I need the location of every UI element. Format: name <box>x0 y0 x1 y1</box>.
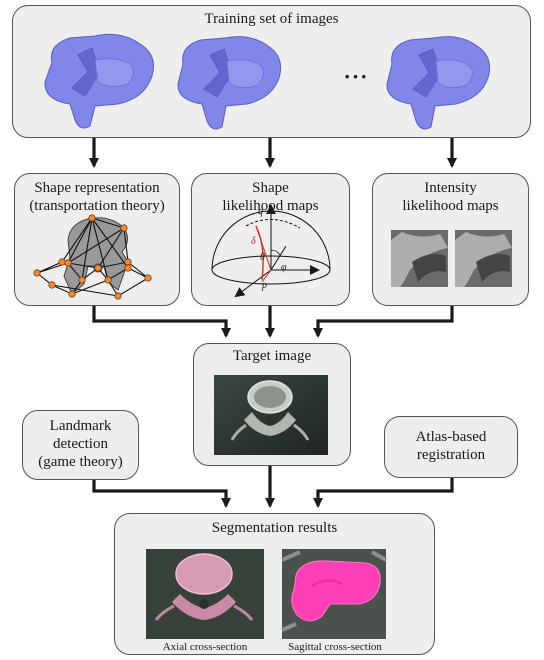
shape-representation-title: Shape representation (transportation the… <box>14 179 180 215</box>
sagittal-segmentation-image <box>281 549 387 639</box>
intensity-map-2 <box>455 230 512 287</box>
shape-representation-title-line1: Shape representation <box>34 180 160 196</box>
symbol-theta: θ <box>260 252 265 263</box>
target-ct-image <box>214 375 328 455</box>
axial-caption: Axial cross-section <box>162 641 248 653</box>
landmark-detection-box <box>22 410 139 480</box>
target-image-title: Target image <box>232 348 312 364</box>
symbol-phi: φ <box>281 262 287 273</box>
intensity-likelihood-title: Intensity likelihood maps <box>372 179 529 215</box>
intensity-likelihood-title-line2: likelihood maps <box>402 198 499 214</box>
landmark-title-line2: detection <box>53 436 108 452</box>
transport-graph-illustration <box>33 214 152 300</box>
symbol-q: q <box>258 206 263 217</box>
landmark-detection-title: Landmark detection (game theory) <box>22 417 139 471</box>
symbol-p: p <box>262 280 267 291</box>
hemisphere-diagram <box>211 204 331 298</box>
atlas-title-line1: Atlas-based <box>415 429 487 445</box>
atlas-registration-box <box>384 416 518 478</box>
vertebra-render-1 <box>44 33 154 129</box>
vertebra-render-3 <box>386 36 491 130</box>
atlas-title-line2: registration <box>416 447 486 463</box>
landmark-title-line3: (game theory) <box>38 454 123 470</box>
shape-representation-title-line2: (transportation theory) <box>29 198 165 214</box>
vertebra-render-2 <box>177 36 282 130</box>
training-set-title: Training set of images <box>204 11 339 27</box>
flow-arrows <box>89 138 457 508</box>
axial-segmentation-image <box>146 549 264 639</box>
intensity-map-1 <box>391 230 448 287</box>
atlas-registration-title: Atlas-based registration <box>384 428 518 464</box>
intensity-likelihood-title-line1: Intensity <box>424 180 477 196</box>
shape-likelihood-title-line1: Shape <box>252 180 289 196</box>
training-set-ellipsis: ··· <box>343 64 369 89</box>
segmentation-results-title: Segmentation results <box>211 520 338 536</box>
sagittal-caption: Sagittal cross-section <box>288 641 382 653</box>
symbol-delta: δ <box>251 236 256 247</box>
landmark-title-line1: Landmark <box>49 418 112 434</box>
